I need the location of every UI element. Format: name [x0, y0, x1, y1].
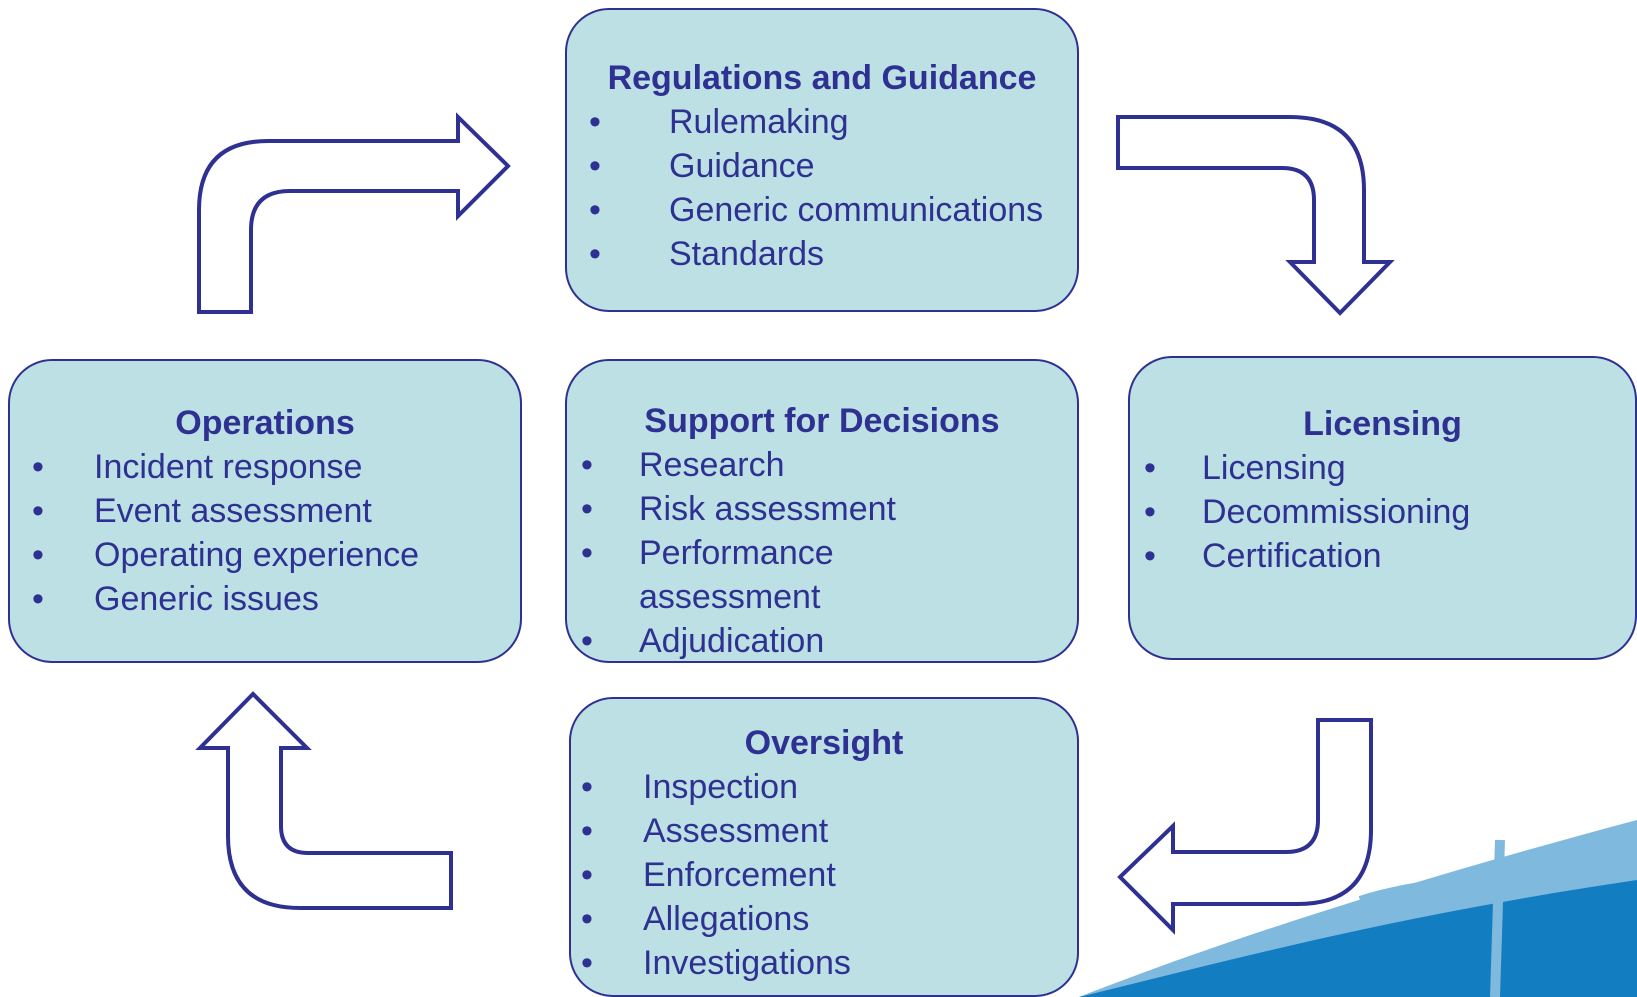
bullet-icon: • — [32, 448, 44, 486]
list-item: •Performance assessment — [577, 531, 1077, 619]
bullet-icon: • — [589, 235, 601, 273]
list-item: •Decommissioning — [1140, 490, 1635, 534]
bullet-icon: • — [581, 812, 593, 850]
bullet-icon: • — [581, 856, 593, 894]
bullet-icon: • — [581, 490, 593, 528]
licensing-box: Licensing •Licensing •Decommissioning •C… — [1128, 356, 1637, 660]
bullet-icon: • — [589, 103, 601, 141]
arrow-bent-left-icon — [1117, 718, 1373, 935]
list-item: •Incident response — [28, 445, 520, 489]
list-item: •Investigations — [577, 941, 1077, 985]
operations-box: Operations •Incident response •Event ass… — [8, 359, 522, 663]
bullet-icon: • — [581, 534, 593, 572]
list-item: •Rulemaking — [585, 100, 1077, 144]
list-item: •Generic issues — [28, 577, 520, 621]
arrow-bent-up-icon — [195, 691, 453, 910]
bullet-icon: • — [581, 944, 593, 982]
oversight-box: Oversight •Inspection •Assessment •Enfor… — [569, 697, 1079, 997]
support-list: •Research •Risk assessment •Performance … — [577, 443, 1077, 663]
bullet-icon: • — [581, 768, 593, 806]
regulations-box: Regulations and Guidance •Rulemaking •Gu… — [565, 8, 1079, 312]
list-item: •Certification — [1140, 534, 1635, 578]
corner-swoosh-graphic — [1079, 820, 1637, 997]
operations-list: •Incident response •Event assessment •Op… — [28, 445, 520, 621]
bullet-icon: • — [32, 536, 44, 574]
list-item: •Event assessment — [28, 489, 520, 533]
list-item: •Allegations — [577, 897, 1077, 941]
bullet-icon: • — [32, 492, 44, 530]
support-title: Support for Decisions — [644, 402, 1000, 440]
list-item: •Standards — [585, 232, 1077, 276]
list-item: •Operating experience — [28, 533, 520, 577]
bullet-icon: • — [581, 622, 593, 660]
list-item: •Generic communications — [585, 188, 1077, 232]
bullet-icon: • — [1144, 493, 1156, 531]
bullet-icon: • — [581, 900, 593, 938]
licensing-list: •Licensing •Decommissioning •Certificati… — [1140, 446, 1635, 578]
bullet-icon: • — [32, 580, 44, 618]
list-item: •Research — [577, 443, 1077, 487]
support-box: Support for Decisions •Research •Risk as… — [565, 359, 1079, 663]
list-item: •Adjudication — [577, 619, 1077, 663]
bullet-icon: • — [1144, 537, 1156, 575]
regulations-list: •Rulemaking •Guidance •Generic communica… — [585, 100, 1077, 276]
regulations-title: Regulations and Guidance — [607, 59, 1037, 97]
list-item: •Guidance — [585, 144, 1077, 188]
oversight-list: •Inspection •Assessment •Enforcement •Al… — [577, 765, 1077, 985]
bullet-icon: • — [589, 147, 601, 185]
oversight-title: Oversight — [744, 724, 904, 762]
list-item: •Risk assessment — [577, 487, 1077, 531]
list-item: •Enforcement — [577, 853, 1077, 897]
list-item: •Assessment — [577, 809, 1077, 853]
operations-title: Operations — [175, 404, 355, 442]
list-item: •Licensing — [1140, 446, 1635, 490]
arrow-bent-down-icon — [1116, 115, 1395, 316]
arrow-bent-right-icon — [197, 112, 511, 314]
bullet-icon: • — [581, 446, 593, 484]
licensing-title: Licensing — [1303, 405, 1462, 443]
list-item: •Inspection — [577, 765, 1077, 809]
bullet-icon: • — [1144, 449, 1156, 487]
bullet-icon: • — [589, 191, 601, 229]
